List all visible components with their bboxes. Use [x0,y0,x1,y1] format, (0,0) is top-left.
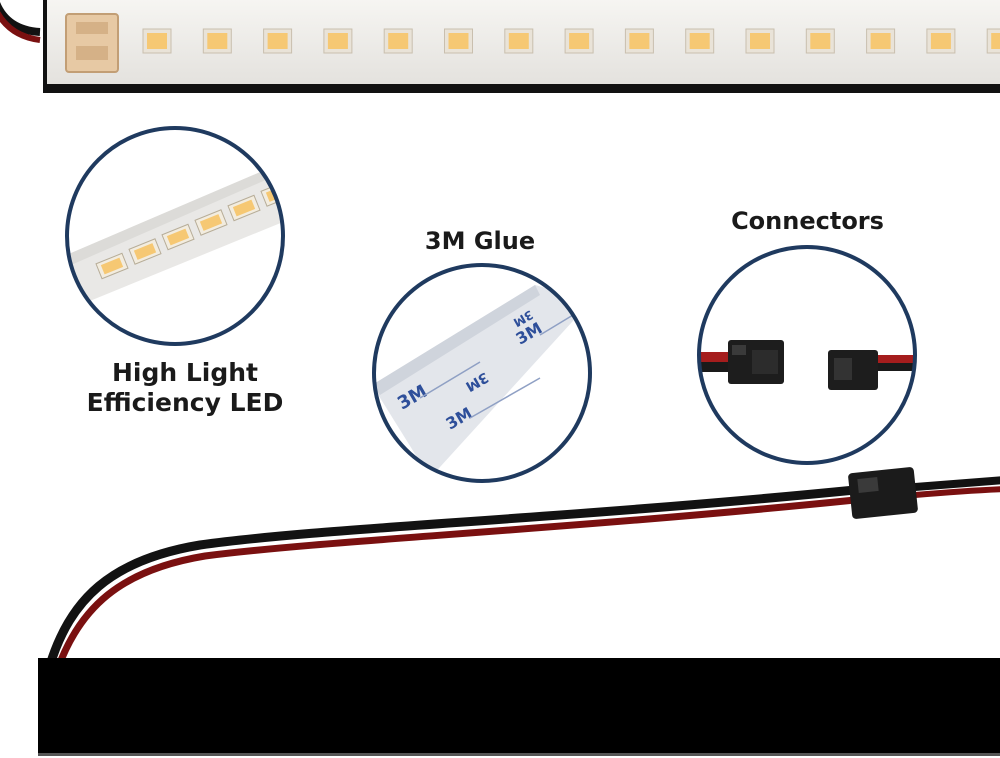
led-chip-phosphor [448,33,469,49]
glue-label: 3M Glue [424,227,536,255]
led-chip-phosphor [689,33,710,49]
led-chip-phosphor [569,33,590,49]
high-light-efficiency-label: High Light Efficiency LED [60,358,310,418]
led-chip-phosphor [267,33,288,49]
top-led-strip [0,0,1000,93]
top-led-chips [142,28,1000,54]
closeup-led-phosphor [232,199,256,217]
led-chip-phosphor [750,33,770,49]
led-chip-phosphor [991,33,1000,49]
led-chip-phosphor [870,33,891,49]
bottom-strip [38,658,1000,756]
connectors-closeup-circle [697,245,917,465]
connectors-label: Connectors [731,207,884,235]
led-chip-phosphor [207,33,228,49]
strip-connector [65,13,119,73]
power-cable [45,467,1000,670]
led-label-line1: High Light [111,358,259,387]
led-chip-phosphor [810,33,831,49]
led-chip-phosphor [930,33,951,49]
led-chip-phosphor [147,33,167,49]
led-chip-phosphor [388,33,409,49]
cable-connector [848,467,918,519]
led-closeup-circle [65,126,285,346]
led-chip-phosphor [629,33,650,49]
led-chip-phosphor [327,33,348,49]
closeup-led-phosphor [199,214,223,231]
closeup-led-phosphor [100,257,124,275]
closeup-led-phosphor [166,228,190,246]
glue-closeup-circle: 3M 3M 3M 3M 3M [372,263,592,483]
closeup-led-phosphor [133,243,157,260]
led-chip-phosphor [508,33,529,49]
led-label-line2: Efficiency LED [86,388,284,417]
